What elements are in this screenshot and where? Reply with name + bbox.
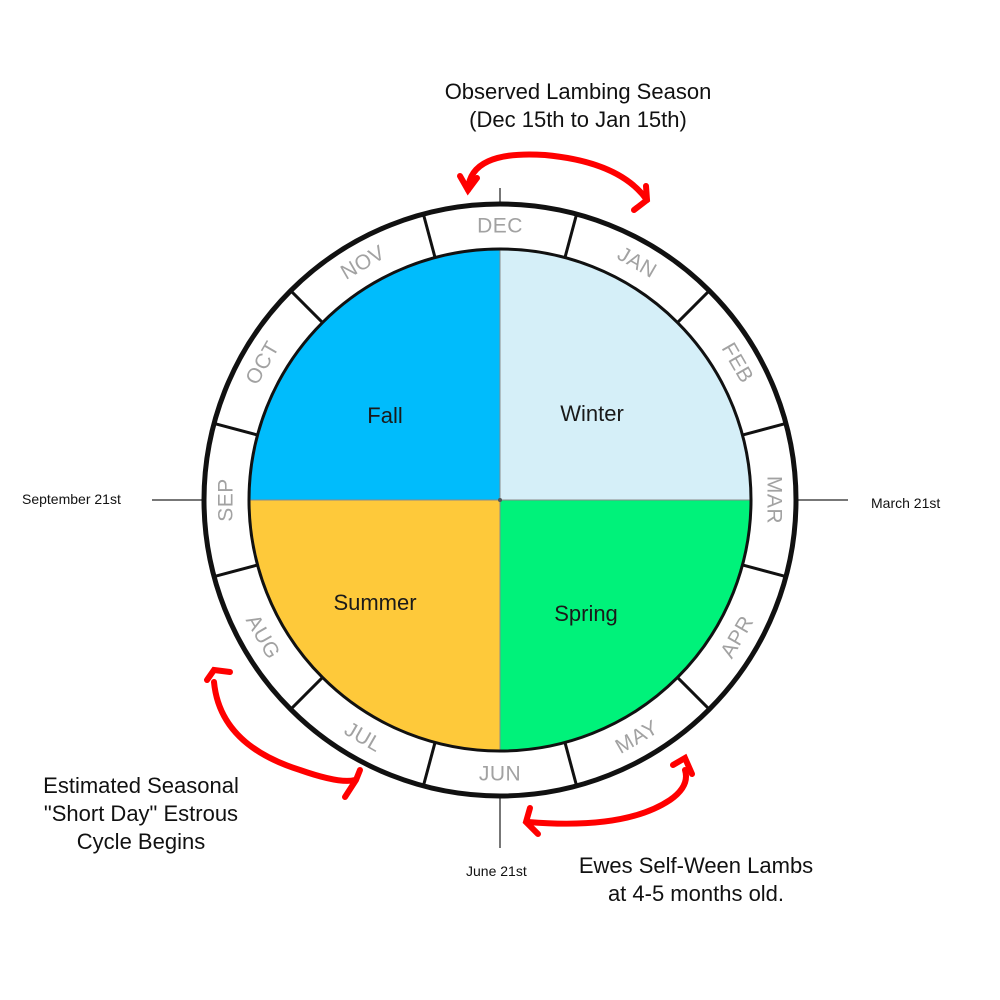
annotation-estrous-line2: "Short Day" Estrous (43, 801, 239, 826)
month-separator (289, 289, 324, 324)
arrow-lambing-head-right (631, 183, 651, 213)
month-separator (421, 213, 437, 258)
annotation-estrous-line1: Estimated Seasonal (43, 773, 239, 798)
season-quadrant-winter (500, 250, 750, 500)
inner-circle-outline (247, 247, 753, 753)
marker-label-right: March 21st (871, 495, 940, 511)
season-quadrant-fall (250, 250, 500, 500)
arrow-wean-head-right (670, 753, 695, 777)
month-separator (563, 213, 579, 258)
annotation-wean-line2: at 4-5 months old. (607, 881, 785, 906)
season-label-winter: Winter (560, 401, 624, 426)
month-separator (289, 676, 324, 711)
month-separators (213, 213, 787, 787)
center-dot (498, 498, 502, 502)
season-label-spring: Spring (554, 601, 618, 626)
month-separator (676, 289, 711, 324)
month-separator (421, 742, 437, 787)
annotation-estrous-line3: Cycle Begins (76, 829, 206, 854)
season-quadrant-spring (500, 500, 750, 750)
annotation-lambing: Observed Lambing Season (Dec 15th to Jan… (408, 78, 748, 134)
month-label-dec: DEC (477, 215, 523, 238)
annotation-wean: Ewes Self-Ween Lambs at 4-5 months old. (556, 852, 836, 908)
arrow-estrous-head-top (204, 666, 233, 683)
annotation-wean-line1: Ewes Self-Ween Lambs (578, 853, 814, 878)
annotation-estrous: Estimated Seasonal "Short Day" Estrous C… (16, 772, 266, 856)
month-label-sep: SEP (215, 478, 238, 522)
annotation-lambing-line2: (Dec 15th to Jan 15th) (469, 107, 687, 132)
axis-markers (152, 188, 848, 848)
annotation-lambing-line1: Observed Lambing Season (444, 79, 712, 104)
season-quadrant-summer (250, 500, 500, 750)
marker-label-bottom: June 21st (466, 863, 527, 879)
arrow-estrous-head-bottom (342, 767, 363, 800)
month-separator (742, 563, 787, 579)
annotation-arrows (204, 151, 695, 837)
month-separator (676, 676, 711, 711)
month-separator (213, 563, 258, 579)
arrow-lambing (465, 151, 650, 203)
month-separator (213, 421, 258, 437)
month-separator (563, 742, 579, 787)
month-label-jun: JUN (479, 763, 521, 786)
marker-label-left: September 21st (22, 491, 121, 507)
arrow-wean-head-left (522, 805, 541, 837)
month-label-mar: MAR (763, 476, 786, 524)
arrow-lambing-head-left (457, 173, 480, 196)
month-separator (742, 421, 787, 437)
arrow-estrous (211, 679, 358, 784)
arrow-wean (525, 767, 689, 827)
season-label-fall: Fall (367, 403, 402, 428)
season-label-summer: Summer (333, 590, 416, 615)
